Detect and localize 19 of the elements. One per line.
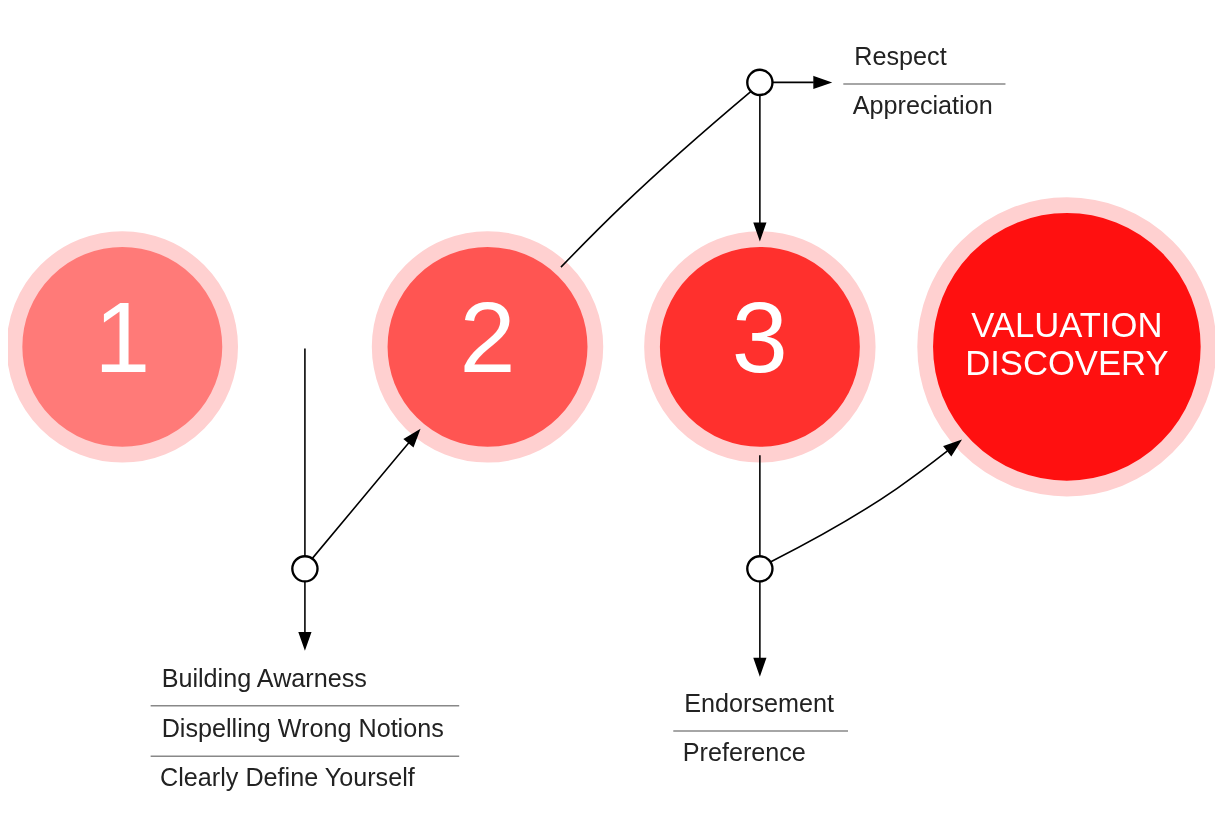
node-circle: 2 [371, 231, 604, 463]
node-circle [746, 555, 774, 583]
node-circle [291, 555, 319, 583]
connector [560, 90, 752, 268]
node-circle: VALUATION DISCOVERY [917, 197, 1215, 497]
connector [759, 454, 761, 557]
arrow [298, 580, 312, 651]
arrow [753, 580, 767, 677]
arrow [311, 428, 421, 559]
node-circle: 1 [8, 231, 238, 463]
arrow [753, 94, 767, 242]
node-text: Endorsement Preference [682, 688, 835, 766]
node-circle: 3 [644, 231, 876, 463]
arrow [771, 75, 833, 89]
connector [304, 347, 306, 557]
node-text: Building Awarness Dispelling Wrong Notions Clearly Define Yourself [160, 663, 444, 791]
arrow [770, 439, 962, 563]
node-circle [746, 68, 774, 97]
node-text: Respect Appreciation [852, 41, 993, 119]
